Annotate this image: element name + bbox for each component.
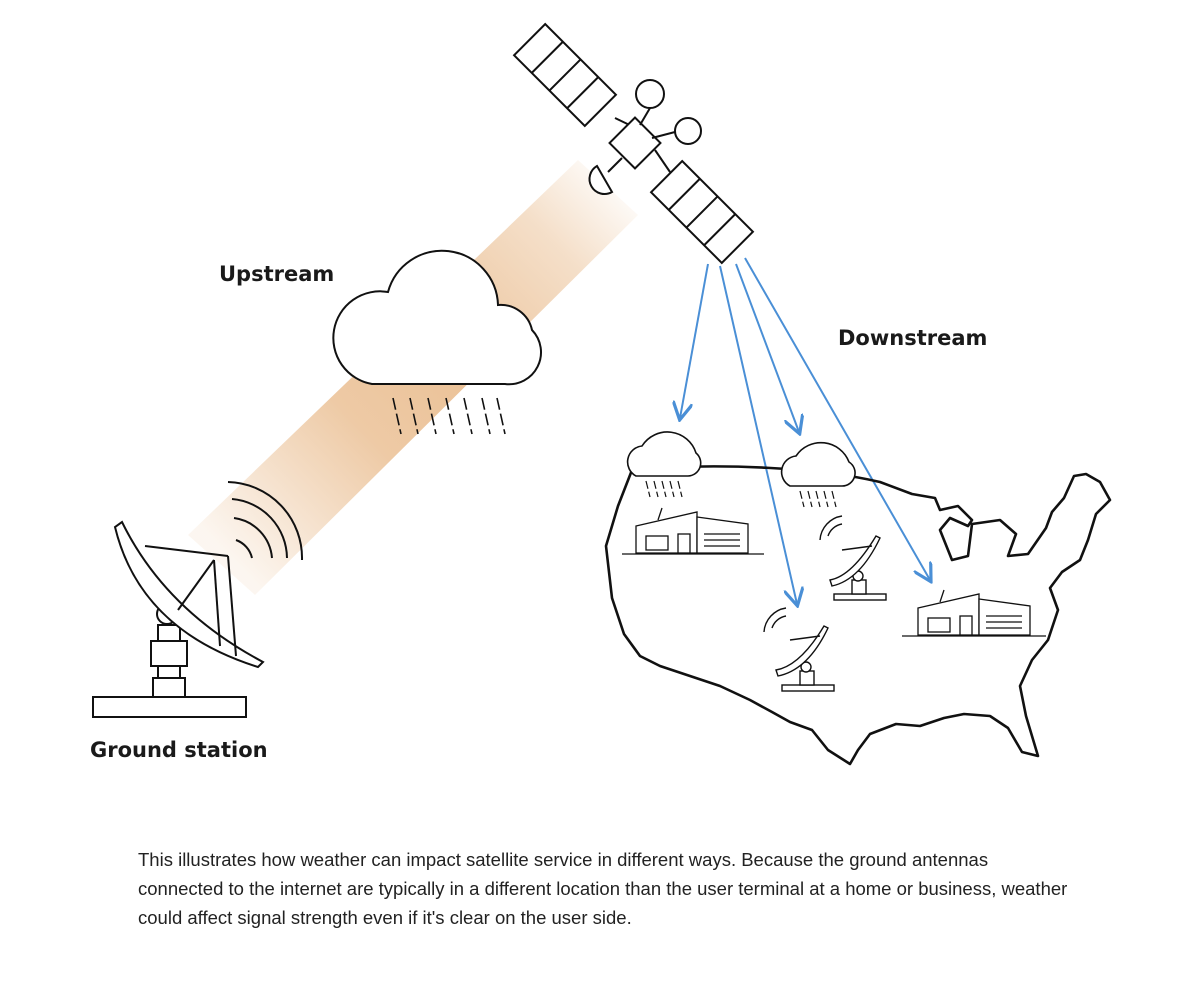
user-dish-icon [819, 515, 887, 601]
downstream-label: Downstream [838, 326, 988, 350]
weather-satellite-diagram [92, 22, 1112, 766]
user-dish-icon [763, 607, 835, 692]
ground-dish-icon [92, 520, 265, 718]
rain-icon [392, 397, 506, 435]
us-map-icon [604, 465, 1112, 766]
satellite-icon [512, 22, 755, 265]
upstream-label: Upstream [219, 262, 335, 286]
house-icon [622, 507, 764, 555]
signal-waves [227, 481, 304, 561]
cloud-icon [626, 431, 702, 498]
downstream-arrows [680, 257, 930, 604]
house-icon [902, 589, 1046, 637]
caption-text: This illustrates how weather can impact … [138, 848, 1068, 928]
cloud-icon [332, 249, 542, 386]
cloud-icon [780, 441, 856, 508]
ground-station-label: Ground station [90, 738, 268, 762]
